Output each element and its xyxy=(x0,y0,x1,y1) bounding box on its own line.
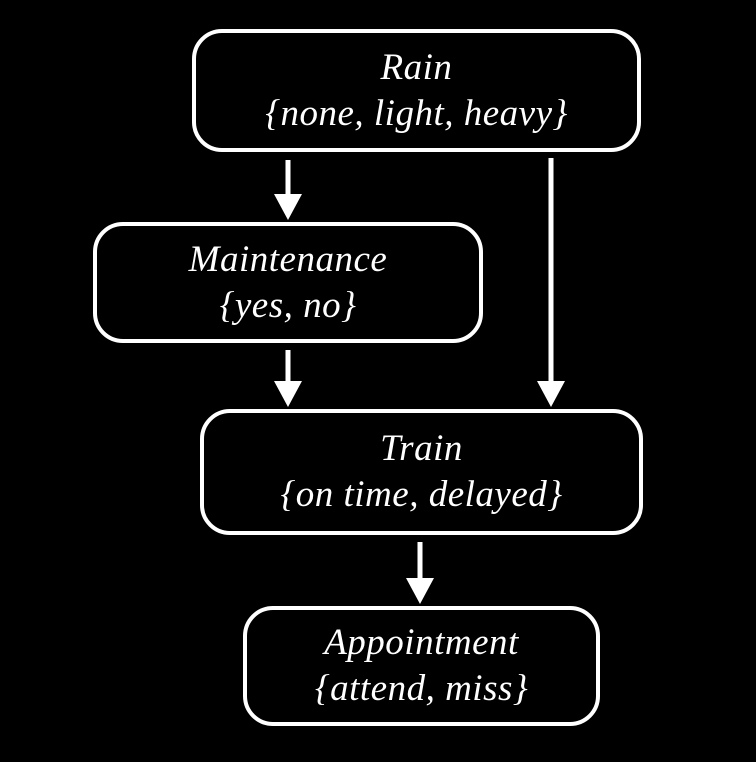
node-maintenance-label: Maintenance xyxy=(188,238,388,280)
node-appointment-label: Appointment xyxy=(324,622,519,663)
node-train-values: {on time, delayed} xyxy=(280,474,563,515)
node-appointment: Appointment {attend, miss} xyxy=(243,606,600,726)
node-rain: Rain {none, light, heavy} xyxy=(192,29,641,152)
node-rain-values: {none, light, heavy} xyxy=(265,92,568,134)
edge-maintenance-to-train-arrow xyxy=(274,350,302,407)
node-maintenance: Maintenance {yes, no} xyxy=(93,222,483,343)
node-train-label: Train xyxy=(380,428,463,469)
edge-rain-to-maintenance-arrow xyxy=(274,160,302,220)
node-train: Train {on time, delayed} xyxy=(200,409,643,535)
node-rain-label: Rain xyxy=(380,46,453,88)
node-appointment-values: {attend, miss} xyxy=(314,668,529,709)
edge-train-to-appointment-arrow xyxy=(406,542,434,604)
edge-rain-to-train-arrow xyxy=(537,158,565,407)
node-maintenance-values: {yes, no} xyxy=(219,284,357,326)
